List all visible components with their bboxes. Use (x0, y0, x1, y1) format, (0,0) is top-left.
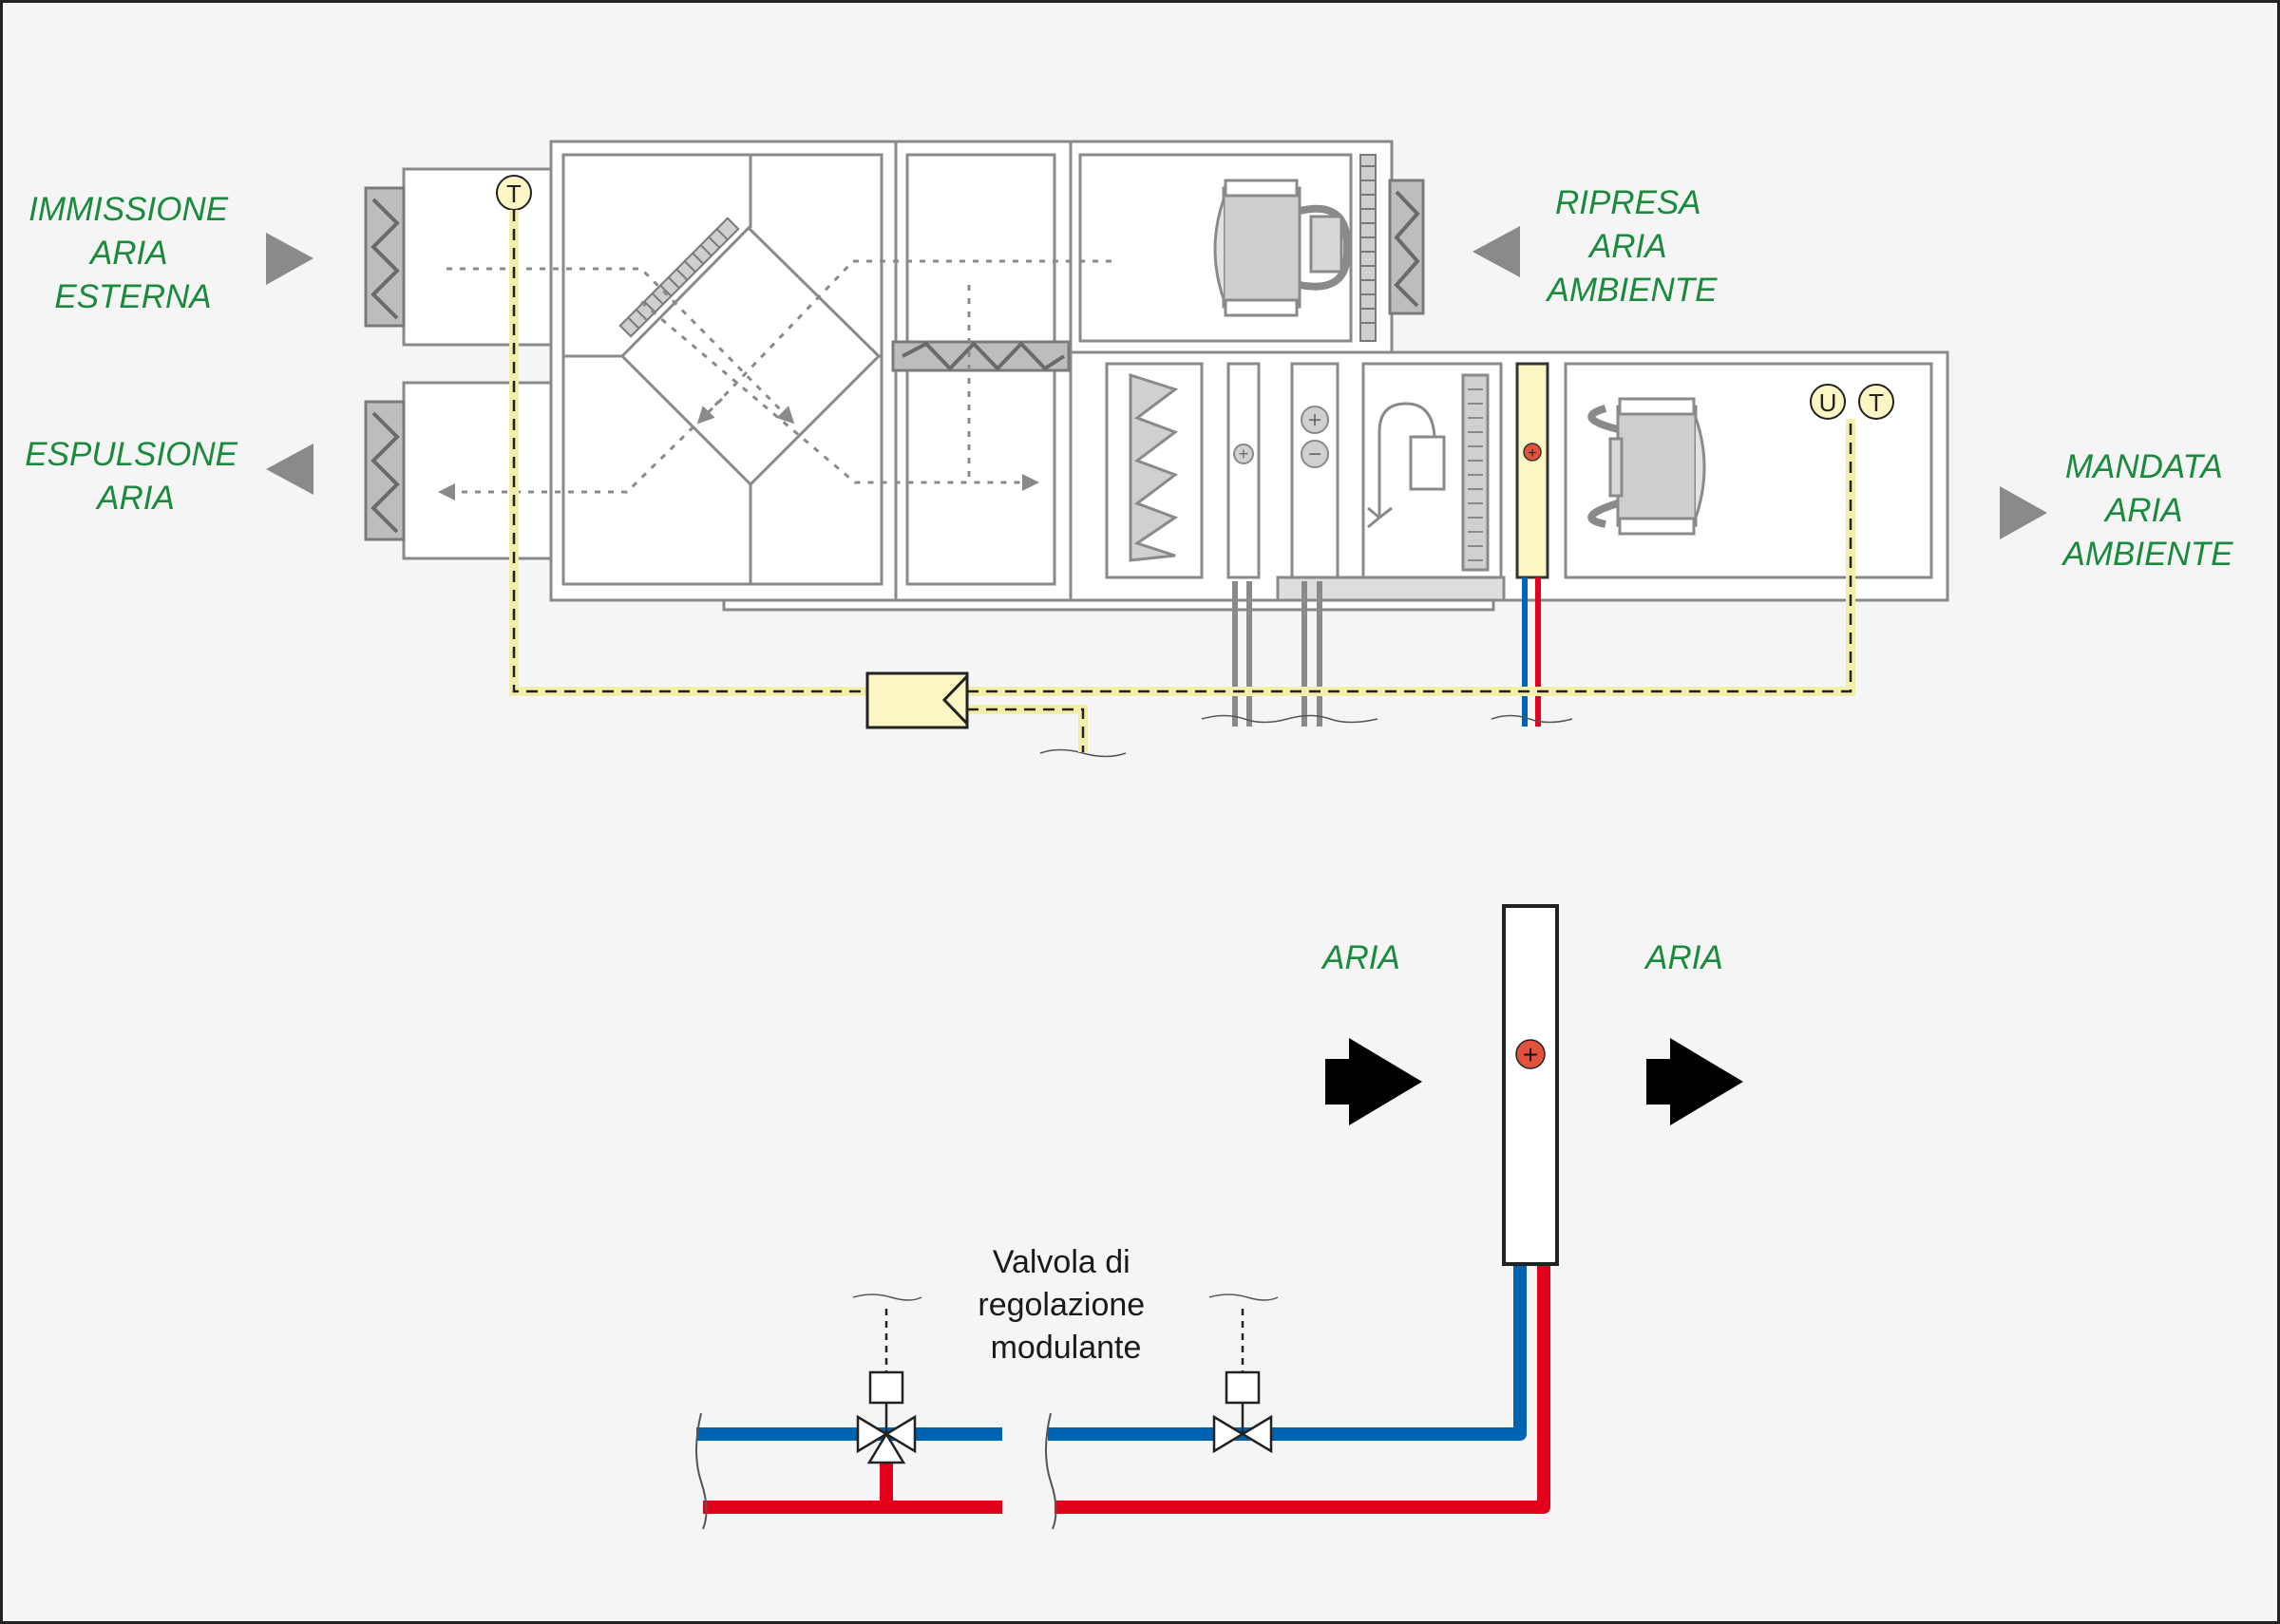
coil-pipes (1232, 577, 1541, 727)
hydronic-piping (696, 1266, 1550, 1514)
fan-icon (1587, 397, 1706, 536)
valve-icon (1208, 1294, 1279, 1454)
label-valvola-line: Valvola di (993, 1244, 1130, 1280)
humidity-sensor-icon: U (1810, 384, 1846, 420)
control-lines (509, 210, 1855, 752)
controller-icon (865, 671, 969, 729)
base-rail (722, 598, 1495, 612)
label-aria-out: ARIA (1644, 939, 1723, 976)
sensor-u-label: U (1819, 388, 1837, 417)
sensor-t-label: T (506, 179, 522, 208)
heating-coil-icon: + (1502, 904, 1559, 1266)
label-immissione-line: IMMISSIONE (28, 191, 229, 228)
pipe-break-lines (695, 1412, 1057, 1530)
arrow-icon (2000, 486, 2047, 539)
damper-icon (364, 186, 406, 328)
label-immissione: IMMISSIONE ARIA ESTERNA (28, 191, 238, 315)
filter-icon (1359, 154, 1377, 342)
coil-icon: + − (1301, 406, 1329, 468)
label-aria-in: ARIA (1320, 939, 1400, 976)
fan-icon (1213, 179, 1352, 317)
filter-icon (1129, 372, 1179, 562)
symbol-minus: − (1308, 442, 1321, 467)
temperature-sensor-icon: T (1858, 384, 1894, 420)
label-mandata: MANDATA ARIA AMBIENTE (2062, 448, 2234, 573)
label-immissione-line: ESTERNA (54, 278, 211, 315)
label-valvola: Valvola di regolazione modulante (978, 1244, 1153, 1366)
heat-exchanger-icon (618, 217, 882, 487)
label-mandata-line: AMBIENTE (2062, 536, 2234, 573)
label-valvola-line: modulante (991, 1330, 1142, 1366)
valve-icon (852, 1294, 922, 1464)
label-valvola-line: regolazione (978, 1287, 1145, 1323)
label-espulsione: ESPULSIONE ARIA (25, 436, 246, 517)
symbol-plus: + (1308, 407, 1321, 433)
humidifier-icon (1367, 402, 1446, 529)
damper-icon (1388, 179, 1425, 315)
label-immissione-line: ARIA (88, 235, 166, 272)
arrow-icon (1646, 1038, 1743, 1125)
airflow-paths (438, 259, 1112, 500)
symbol-plus: + (1523, 1040, 1538, 1069)
separator-icon (1461, 373, 1490, 572)
sensor-t-label: T (1869, 388, 1884, 417)
symbol-plus: + (1528, 445, 1536, 462)
label-ripresa-line: ARIA (1587, 228, 1665, 265)
symbol-plus: + (1239, 444, 1249, 463)
post-heater-coil-icon: + (1515, 362, 1549, 579)
arrow-icon (266, 233, 314, 285)
damper-icon (364, 400, 406, 541)
arrow-icon (266, 444, 314, 495)
arrow-icon (1472, 226, 1520, 277)
arrow-icon (1325, 1038, 1422, 1125)
outlet-box (402, 381, 553, 560)
label-ripresa-line: AMBIENTE (1546, 272, 1719, 309)
pipe-break-lines (1039, 714, 1573, 758)
coil-icon: + (1233, 444, 1254, 464)
label-mandata-line: ARIA (2103, 492, 2181, 529)
bypass-damper-icon (891, 340, 1071, 372)
label-ripresa: RIPRESA ARIA AMBIENTE (1546, 184, 1719, 309)
label-espulsione-line: ARIA (95, 480, 175, 517)
label-espulsione-line: ESPULSIONE (25, 436, 238, 473)
label-mandata-line: MANDATA (2065, 448, 2222, 485)
temperature-sensor-icon: T (496, 175, 532, 211)
label-ripresa-line: RIPRESA (1555, 184, 1700, 221)
